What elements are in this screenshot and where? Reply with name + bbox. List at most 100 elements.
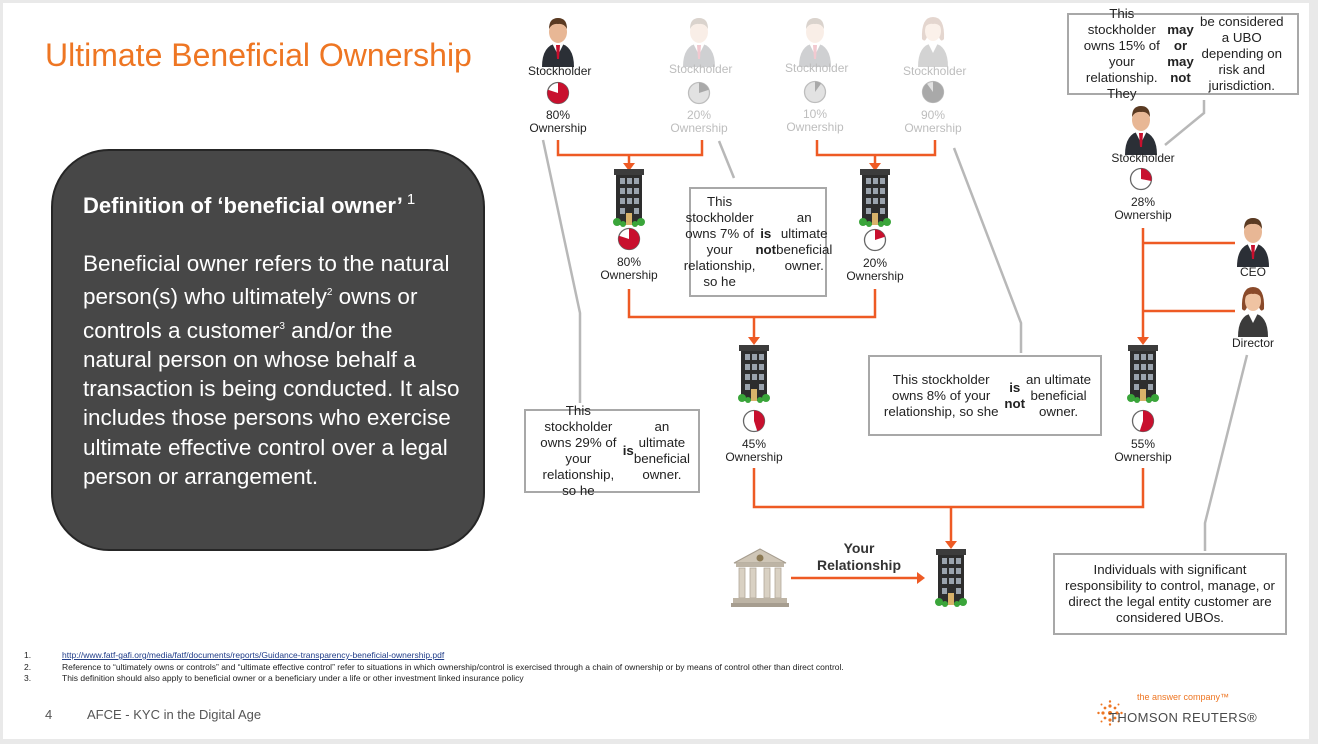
company-3-icon <box>738 345 770 403</box>
brand-name: THOMSON REUTERS® <box>1109 710 1258 725</box>
connector <box>752 468 1145 509</box>
footnote-ref-2: 2 <box>326 287 333 299</box>
stockholder-4-percent: 90% <box>920 108 946 122</box>
pie-sh3 <box>803 80 827 104</box>
company-3-percent: 45% <box>741 437 767 451</box>
stockholder-4-icon <box>918 17 948 67</box>
footnote-number: 2. <box>24 662 32 672</box>
footnote-2: 2. Reference to “ultimately owns or contr… <box>24 662 844 672</box>
footnote-1: 1. http://www.fatf-gafi.org/media/fatf/do… <box>24 650 445 660</box>
orange-ownership-connectors <box>556 140 1235 580</box>
footnote-text: Reference to “ultimately owns or control… <box>62 662 844 672</box>
definition-heading-footnote-ref: 1 <box>406 191 416 208</box>
company-1-percent: 80% <box>616 255 642 269</box>
callout-right-mid: This stockholder owns 8% of your relatio… <box>868 355 1102 436</box>
arrow-head <box>623 163 635 171</box>
gray-callout-leaders <box>541 100 1249 551</box>
stockholder-1-ownership: Ownership <box>529 121 587 135</box>
stockholder-5-label: Stockholder <box>1111 151 1175 165</box>
director-icon <box>1238 287 1268 337</box>
definition-body-part3: and/or the natural person on whose behal… <box>83 317 460 490</box>
bank-icon <box>730 548 790 608</box>
pie-slice <box>815 81 822 92</box>
pie-sh1 <box>546 81 570 105</box>
stockholder-3-icon <box>799 18 831 67</box>
definition-heading-text: Definition of ‘beneficial owner’ <box>83 193 403 218</box>
your-relationship-line2: Relationship <box>816 557 901 573</box>
pie-sh4 <box>921 80 945 104</box>
brand-tagline: the answer company™ <box>1137 692 1230 702</box>
callout-center: This stockholder owns 7% of your relatio… <box>684 187 832 297</box>
pie-sh2 <box>687 81 711 105</box>
pie-slice <box>699 82 709 93</box>
callout-right-bottom: Individuals with significant responsibil… <box>1053 553 1287 635</box>
arrow-head <box>917 572 925 584</box>
definition-box: Definition of ‘beneficial owner’1 Benefi… <box>51 149 485 551</box>
arrow-head <box>869 163 881 171</box>
company-4-icon <box>1127 345 1159 403</box>
ceo-label: CEO <box>1239 265 1266 279</box>
stockholder-3-percent: 10% <box>802 107 828 121</box>
director-label: Director <box>1231 336 1274 350</box>
callout-top-right: This stockholder owns 15% of your relati… <box>1067 6 1299 101</box>
pie-co2 <box>863 228 887 252</box>
definition-body-part1: Beneficial owner refers to the natural p… <box>83 251 450 310</box>
pie-slice <box>922 81 944 103</box>
pie-slice <box>618 228 640 250</box>
stockholder-2-percent: 20% <box>686 108 712 122</box>
footnote-number: 3. <box>24 673 32 683</box>
stockholder-2-ownership: Ownership <box>670 121 728 135</box>
leader-line <box>952 147 1023 353</box>
stockholder-4-label: Stockholder <box>903 64 967 78</box>
stockholder-1-percent: 80% <box>545 108 571 122</box>
leader-line <box>1203 354 1249 551</box>
company-4-ownership: Ownership <box>1114 450 1172 464</box>
company-relationship-icon <box>935 549 967 607</box>
footnote-link[interactable]: http://www.fatf-gafi.org/media/fatf/docu… <box>62 650 445 660</box>
pie-co1 <box>617 227 641 251</box>
pie-slice <box>547 82 569 104</box>
ceo-icon <box>1237 218 1269 267</box>
company-4-percent: 55% <box>1130 437 1156 451</box>
pie-slice <box>875 229 885 240</box>
connector <box>627 289 877 319</box>
footnote-number: 1. <box>24 650 32 660</box>
footer-text: AFCE - KYC in the Digital Age <box>87 707 262 722</box>
stockholder-2-icon <box>683 18 715 67</box>
arrow-head <box>748 337 760 345</box>
pie-sh5 <box>1129 167 1153 191</box>
stockholder-3-label: Stockholder <box>785 61 849 75</box>
stockholder-5-icon <box>1125 106 1157 155</box>
arrow-head <box>945 541 957 549</box>
company-3-ownership: Ownership <box>725 450 783 464</box>
footnote-3: 3. This definition should also apply to b… <box>24 673 524 683</box>
ownership-pies <box>546 80 1155 433</box>
stockholder-5-percent: 28% <box>1130 195 1156 209</box>
pie-slice <box>754 410 765 431</box>
definition-body: Beneficial owner refers to the natural p… <box>83 249 463 491</box>
stockholder-5-ownership: Ownership <box>1114 208 1172 222</box>
page-title: Ultimate Beneficial Ownership <box>45 37 472 73</box>
pie-slice <box>1139 410 1154 432</box>
company-1-icon <box>613 169 645 227</box>
callout-left-bottom: This stockholder owns 29% of your relati… <box>524 403 700 498</box>
stockholder-3-ownership: Ownership <box>786 120 844 134</box>
stockholder-4-ownership: Ownership <box>904 121 962 135</box>
definition-heading: Definition of ‘beneficial owner’1 <box>83 191 415 219</box>
arrow-heads <box>623 163 1149 584</box>
footnote-text: This definition should also apply to ben… <box>62 673 524 683</box>
stockholder-1-label: Stockholder <box>528 64 592 78</box>
pie-slice <box>1141 168 1152 181</box>
company-1-ownership: Ownership <box>600 268 658 282</box>
stockholder-2-label: Stockholder <box>669 62 733 76</box>
footnote-ref-3: 3 <box>279 320 285 332</box>
leader-line <box>541 139 582 403</box>
company-2-ownership: Ownership <box>846 269 904 283</box>
stockholder-1-icon <box>542 18 574 67</box>
your-relationship-line1: Your <box>843 540 875 556</box>
ownership-diagram <box>541 100 1249 584</box>
company-2-icon <box>859 169 891 227</box>
leader-line <box>717 140 736 179</box>
pie-co4 <box>1131 409 1155 433</box>
